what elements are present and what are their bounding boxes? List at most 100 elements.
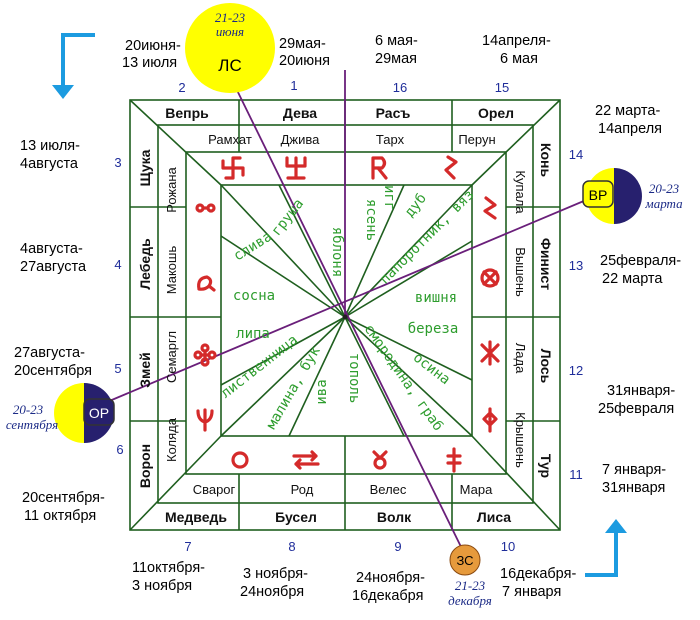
star-rune-icon: [480, 340, 500, 366]
house-kon: Конь: [538, 143, 554, 178]
sector-number: 12: [569, 363, 583, 378]
outer-houses: Вепрь Дева Расъ Орел Медведь Бусел Волк …: [137, 105, 554, 525]
date-range-15: 14апреля-6 мая: [482, 33, 551, 67]
sector-number: 3: [114, 155, 121, 170]
r-rune-icon: [371, 156, 388, 180]
date-ranges: 29мая-20июня 20июня-13 июля 13 июля-4авг…: [14, 33, 681, 604]
house-shchuka: Щука: [137, 149, 153, 186]
god-svarog: Сварог: [193, 482, 236, 497]
season-axes: [87, 70, 599, 556]
tree-vishnya: вишня: [415, 290, 457, 306]
trident-rune-icon: [196, 408, 214, 432]
god-kupala: Купала: [513, 170, 528, 214]
sector-number: 5: [114, 361, 121, 376]
tree-sliva: слива: [231, 229, 275, 265]
circle-rune-icon: [231, 451, 249, 469]
sector-number: 13: [569, 258, 583, 273]
rune-icons: [193, 155, 500, 473]
tree-rune-icon: [285, 156, 307, 180]
summer-solstice-label: ЛС: [218, 56, 241, 75]
winter-solstice-label: ЗС: [456, 553, 473, 568]
god-kolyada: Коляда: [164, 417, 179, 462]
house-los: Лось: [538, 349, 554, 384]
calendar-grid: [129, 99, 561, 531]
center-point: [342, 314, 348, 320]
god-makosh: Макошь: [164, 246, 179, 295]
date-range-9: 24ноября-16декабря: [352, 570, 425, 604]
god-kryshen: Крышень: [513, 412, 528, 468]
tree-igg: игг: [381, 185, 397, 210]
date-range-2: 20июня-13 июля: [122, 38, 181, 71]
tree-dub: дуб: [402, 191, 430, 221]
god-perun: Перун: [458, 132, 495, 147]
date-range-13: 25февраля-22 марта: [600, 253, 681, 287]
horned-circle-rune-icon: [372, 450, 388, 470]
sector-numbers: 1 2 3 4 5 6 7 8 9 10 11 12 13 14 15 16: [114, 78, 583, 554]
sector-number: 1: [290, 78, 297, 93]
date-range-4: 4августа-27августа: [20, 241, 87, 275]
god-semargl: Семаргл: [164, 331, 179, 383]
sector-number: 7: [184, 539, 191, 554]
arrow-up-icon: [585, 519, 627, 577]
date-range-12: 31января-25февраля: [598, 383, 675, 417]
double-cross-rune-icon: [446, 447, 462, 473]
sector-number: 4: [114, 257, 121, 272]
date-range-5: 27августа-20сентября: [14, 345, 92, 379]
house-tur: Тур: [538, 454, 554, 478]
date-range-3: 13 июля-4августа: [20, 138, 80, 172]
god-ramhat: Рамхат: [208, 132, 252, 147]
sector-number: 9: [394, 539, 401, 554]
sector-number: 2: [178, 80, 185, 95]
god-tarh: Тарх: [376, 132, 405, 147]
lightning-rune-icon: [444, 155, 458, 180]
autumn-equinox-label: ОР: [89, 405, 109, 421]
date-range-6: 20сентября-11 октября: [22, 490, 105, 524]
house-busel: Бусел: [275, 509, 317, 525]
tree-iva: ива: [314, 379, 330, 404]
sector-number: 11: [569, 467, 583, 482]
house-zmei: Змей: [137, 352, 153, 388]
swastika-rune-icon: [221, 156, 245, 180]
house-ras: Расъ: [376, 105, 411, 121]
date-range-1: 29мая-20июня: [279, 36, 330, 69]
sector-number: 15: [495, 80, 509, 95]
house-volk: Волк: [377, 509, 412, 525]
double-arrow-rune-icon: [292, 450, 320, 470]
house-deva: Дева: [283, 105, 317, 121]
sector-number: 16: [393, 80, 407, 95]
date-range-14: 22 марта-14апреля: [595, 103, 662, 137]
sector-number: 10: [501, 539, 515, 554]
house-finist: Финист: [538, 238, 554, 290]
wheel-rune-icon: [480, 268, 500, 288]
tree-lipa: липа: [236, 326, 270, 342]
arrow-down-icon: [52, 33, 95, 99]
tree-yablonya: яблоня: [329, 227, 345, 278]
date-range-16: 6 мая-29мая: [375, 33, 418, 67]
god-mara: Мара: [460, 482, 493, 497]
link-rune-icon: [195, 203, 216, 213]
tree-topol: тополь: [346, 353, 362, 404]
fold-rune-icon: [483, 196, 497, 220]
tree-bereza: береза: [408, 321, 459, 337]
cross-knot-rune-icon: [193, 343, 217, 367]
house-orel: Орел: [478, 105, 514, 121]
sector-number: 6: [116, 442, 123, 457]
god-rozhana: Рожана: [164, 166, 179, 212]
date-range-10: 16декабря-7 января: [500, 566, 576, 600]
hook-rune-icon: [197, 275, 216, 292]
house-medved: Медведь: [165, 509, 227, 525]
diamond-rune-icon: [482, 407, 498, 433]
house-lisa: Лиса: [477, 509, 511, 525]
god-rod: Род: [291, 482, 314, 497]
house-lebed: Лебедь: [137, 238, 153, 290]
